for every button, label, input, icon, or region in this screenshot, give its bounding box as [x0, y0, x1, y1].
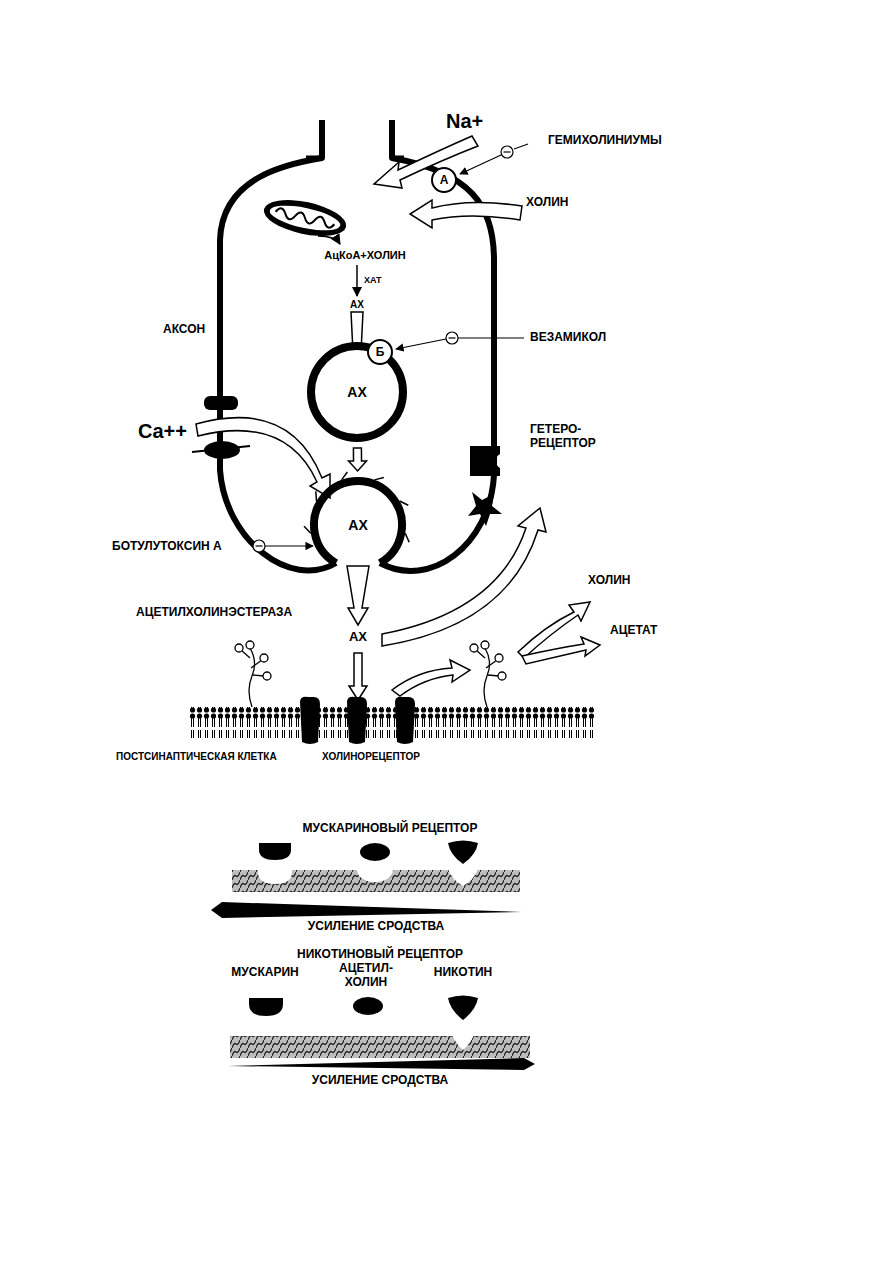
- ion-label: Ca++: [138, 420, 187, 443]
- node-outline: [432, 168, 456, 192]
- snare-protein: [342, 472, 348, 480]
- receptor-surface: [230, 1036, 530, 1058]
- binding-pocket: [258, 858, 478, 886]
- affinity-wedge: [211, 902, 522, 918]
- hollow-arrow: [392, 660, 470, 696]
- receptor-label: ГЕТЕРО- РЕЦЕПТОР: [530, 423, 614, 451]
- snare-protein: [400, 501, 409, 505]
- node-text: Б: [376, 346, 385, 358]
- heteroreceptor: [470, 446, 500, 476]
- hollow-arrow: [347, 566, 369, 625]
- synaptic-vesicle: АХ: [303, 338, 411, 446]
- snare-protein: [374, 478, 383, 480]
- panel-heading: МУСКАРИНОВЫЙ РЕЦЕПТОР: [303, 822, 478, 836]
- inhibition-symbol: [396, 332, 524, 349]
- snare-protein: [405, 533, 409, 542]
- structure-label: АКСОН: [163, 323, 205, 337]
- substance-label: АХ: [349, 630, 367, 645]
- node-text: АХ: [348, 518, 367, 532]
- binding-pocket: [452, 1035, 474, 1050]
- fusing-vesicle: АХ: [306, 473, 410, 577]
- transporter-circle: Б: [366, 338, 394, 366]
- receptor-label: ХОЛИНОРЕЦЕПТОР: [322, 751, 420, 763]
- synthesis-arrow: [356, 265, 358, 296]
- ion-label: Na+: [446, 110, 483, 133]
- hollow-arrow: [374, 136, 478, 188]
- synthesis-arrow: [318, 236, 340, 244]
- node-outline: [314, 481, 402, 563]
- substance-label: ХОЛИН: [526, 196, 568, 210]
- panel-heading: НИКОТИНОВЫЙ РЕЦЕПТОР: [297, 948, 463, 962]
- drug-label: ГЕМИХОЛИНИУМЫ: [548, 134, 662, 148]
- substance-label: АХ: [350, 299, 364, 311]
- substance-label: АцКоА+ХОЛИН: [324, 249, 405, 262]
- enzyme-label: АЦЕТИЛХОЛИНЭСТЕРАЗА: [136, 606, 292, 620]
- node-outline: [311, 346, 403, 438]
- substance-label: ХОЛИН: [588, 574, 630, 588]
- inhibition-symbol: [460, 144, 528, 174]
- snare-protein: [304, 526, 311, 533]
- enzyme-label: ХАТ: [364, 275, 382, 285]
- glycoprotein: [235, 641, 506, 707]
- mitochondrion: [261, 194, 350, 243]
- node-outline: [368, 340, 392, 364]
- axis-label: УСИЛЕНИЕ СРОДСТВА: [312, 1074, 448, 1088]
- node-text: А: [440, 174, 449, 186]
- hollow-arrow: [196, 418, 330, 498]
- ligand-label: АЦЕТИЛ- ХОЛИН: [336, 962, 396, 990]
- cholinoreceptor: [300, 697, 415, 744]
- axis-label: УСИЛЕНИЕ СРОДСТВА: [308, 920, 444, 934]
- hollow-arrow: [349, 653, 367, 700]
- drug-label: ВЕЗАМИКОЛ: [530, 331, 606, 345]
- node-text: АХ: [347, 385, 366, 399]
- postsynaptic-membrane: [190, 707, 596, 738]
- calcium-channel: [204, 396, 238, 410]
- ligand-shape: [259, 841, 478, 865]
- structure-label: ПОСТСИНАПТИЧЕСКАЯ КЛЕТКА: [116, 751, 277, 763]
- release-arrow: [349, 448, 367, 471]
- ligand-label: МУСКАРИН: [231, 966, 298, 980]
- inhibition-symbol: [253, 540, 313, 552]
- calcium-channel: [192, 446, 250, 452]
- snare-protein: [315, 491, 317, 501]
- reuptake-arrow: [382, 508, 546, 646]
- substance-label: АЦЕТАТ: [610, 624, 657, 638]
- hollow-arrow: [410, 200, 522, 228]
- ligand-label: НИКОТИН: [434, 966, 493, 980]
- affinity-wedge: [228, 1058, 535, 1070]
- presynaptic-receptor: [468, 492, 502, 526]
- toxin-label: БОТУЛУТОКСИН А: [112, 540, 222, 554]
- hollow-arrow: [522, 637, 600, 664]
- ligand-shape: [249, 996, 478, 1021]
- transporter-circle: А: [430, 166, 458, 194]
- axon-neck-edge: [306, 156, 404, 161]
